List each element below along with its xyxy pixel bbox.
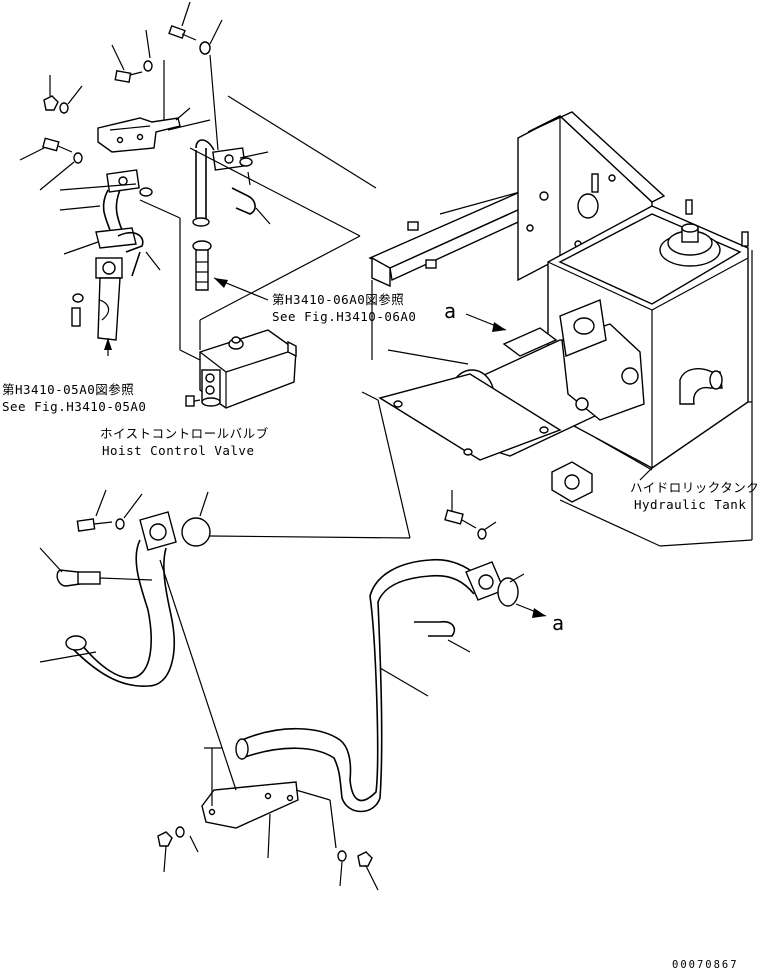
upper-bolt-group [19, 1, 223, 191]
o-ring-small [139, 157, 253, 197]
tank-jp-text: ハイドロリックタンク [630, 480, 758, 495]
reference-label-06: 第H3410-06A0図参照 See Fig.H3410-06A0 [272, 292, 416, 324]
u-bolt-1 [117, 187, 271, 277]
hoist-control-valve [185, 329, 297, 409]
small-pipe-left [63, 189, 137, 255]
u-bolt-lower [414, 620, 471, 653]
tank-leader-lines [559, 250, 753, 547]
lower-nuts [157, 826, 379, 891]
hose-assembly-left [71, 257, 123, 356]
flange-left [139, 511, 177, 551]
lower-bolt-group-left [76, 489, 211, 547]
hydraulic-tank [368, 111, 749, 503]
main-pipe-right [235, 558, 479, 813]
lower-bolt-group-right [444, 490, 525, 583]
hoist-valve-label: ホイストコントロールバルブ Hoist Control Valve [100, 426, 269, 458]
flange-right [465, 561, 519, 607]
ref-06-jp-text: 第H3410-06A0図参照 [272, 292, 404, 307]
support-bracket-upper [97, 60, 211, 153]
assembly-lines-lower [159, 391, 411, 791]
hoist-en-text: Hoist Control Valve [102, 443, 255, 458]
suction-pipe-left [39, 539, 175, 687]
elbow-fitting-left [39, 547, 153, 587]
marker-a-arrow-top [465, 313, 507, 332]
marker-a-arrow-bottom [515, 603, 547, 618]
marker-a-bottom: a [552, 611, 564, 635]
ref-05-jp-text: 第H3410-05A0図参照 [2, 382, 134, 397]
assembly-lines-upper [59, 95, 377, 361]
reference-label-05: 第H3410-05A0図参照 See Fig.H3410-05A0 [2, 382, 146, 414]
marker-a-top: a [444, 299, 456, 323]
drawing-id: 00070867 [672, 959, 739, 971]
ref-06-en-text: See Fig.H3410-06A0 [272, 309, 416, 324]
ref-arrow-06 [213, 277, 269, 301]
long-bolt [192, 240, 212, 291]
ref-05-en-text: See Fig.H3410-05A0 [2, 399, 146, 414]
tank-en-text: Hydraulic Tank [634, 497, 746, 512]
tank-label: ハイドロリックタンク Hydraulic Tank [630, 480, 758, 512]
pipe-support-bracket-lower [201, 747, 337, 859]
hoist-jp-text: ホイストコントロールバルブ [100, 426, 269, 441]
